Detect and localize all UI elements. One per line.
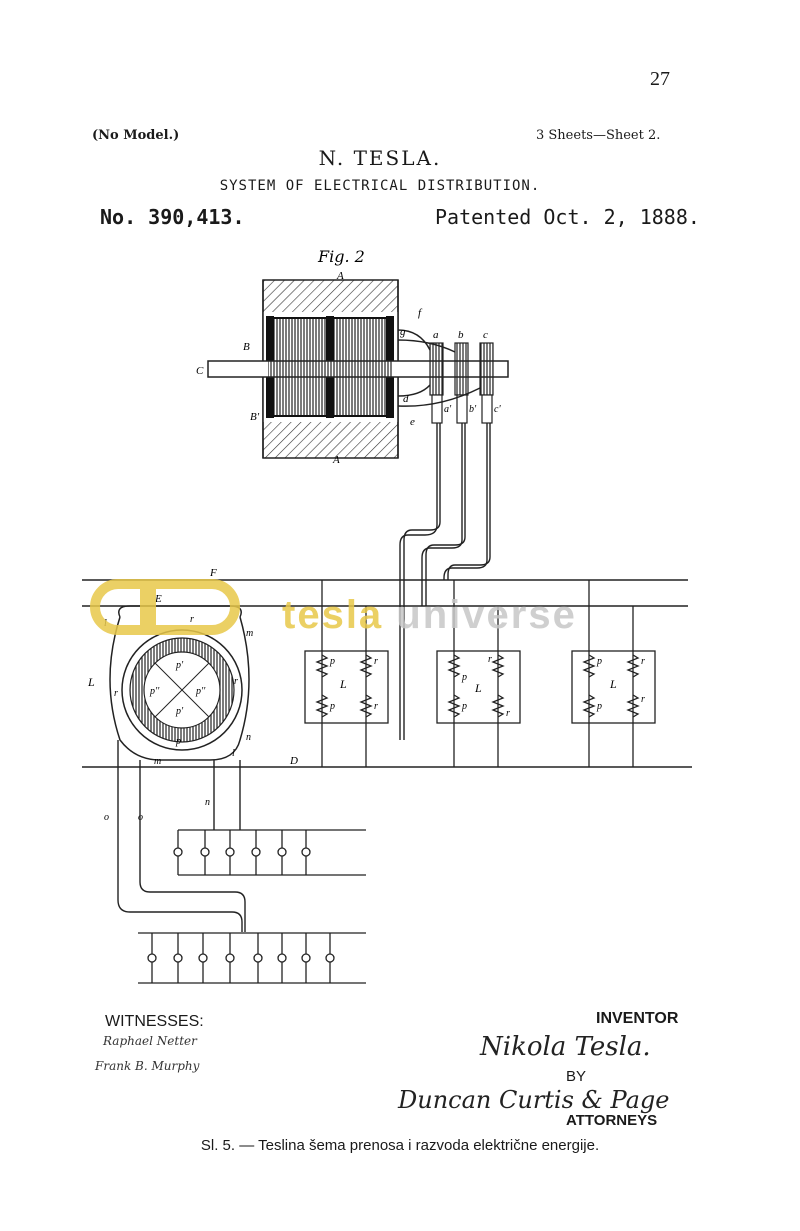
letter-l-motor-2: l [232, 748, 235, 759]
transformer-r-3a: r [641, 656, 645, 667]
by-label: BY [566, 1068, 587, 1085]
transformer-r-2b: r [506, 708, 510, 719]
transformer-groups: L p p r r L p p r r L [304, 580, 656, 767]
transformer-L-1: L [339, 677, 347, 691]
lead-wires [399, 423, 491, 740]
transformer-r-1b: r [374, 701, 378, 712]
letter-A-bottom: A [332, 454, 340, 466]
letter-p-prime-2: p' [175, 706, 184, 717]
no-model-label: (No Model.) [92, 128, 180, 143]
letter-o: o [104, 812, 109, 823]
transformer-p-3a: p [596, 656, 602, 667]
letter-b-prime: b' [469, 404, 477, 415]
transformer-r-2a: r [488, 654, 492, 665]
letter-F: F [209, 567, 217, 579]
transformer-L-3: L [609, 677, 617, 691]
letter-r-2: r [234, 676, 238, 687]
letter-r: r [114, 688, 118, 699]
collector-ring-a [429, 342, 444, 396]
letter-c: c [483, 329, 488, 341]
letter-a-prime: a' [444, 404, 452, 415]
attorneys-signature: Duncan Curtis & Page [397, 1086, 670, 1114]
witnesses-label: WITNESSES: [105, 1013, 204, 1030]
letter-p-double: p'' [149, 686, 160, 697]
letter-B: B [243, 341, 250, 353]
letter-n-2: n [205, 797, 210, 808]
letter-d: d [403, 393, 409, 405]
patented-date: Patented Oct. 2, 1888. [435, 205, 700, 229]
transformer-p-1a: p [329, 656, 335, 667]
generator-figure: Fig. 2 A A B B' C f g d e a b c a' b' c' [196, 247, 509, 466]
transformer-p-2b: p [461, 701, 467, 712]
transformer-group-1: L p p r r [304, 580, 389, 767]
letter-E: E [154, 593, 162, 605]
watermark-logo-icon [90, 579, 240, 635]
lamp-row-lower [138, 932, 366, 984]
letter-m-2: m [154, 756, 161, 767]
inventor-signature: Nikola Tesla. [479, 1032, 651, 1062]
transformer-L-2: L [474, 681, 482, 695]
letter-p-prime: p' [175, 660, 184, 671]
transformer-r-3b: r [641, 694, 645, 705]
letter-D: D [289, 755, 298, 767]
letter-A-top: A [336, 270, 344, 282]
page-number: 27 [650, 68, 670, 90]
figure-label: Fig. 2 [317, 247, 365, 266]
letter-g: g [400, 326, 406, 338]
letter-m: m [246, 628, 253, 639]
transformer-group-2: L p p r r [436, 580, 521, 767]
letter-f: f [418, 307, 423, 319]
patent-title: SYSTEM OF ELECTRICAL DISTRIBUTION. [219, 178, 541, 194]
transformer-r-1a: r [374, 656, 378, 667]
collector-ring-b [454, 342, 469, 396]
figure-caption: Sl. 5. — Teslina šema prenosa i razvoda … [200, 1137, 600, 1154]
transformer-p-3b: p [596, 701, 602, 712]
sheet-indicator: 3 Sheets—Sheet 2. [536, 128, 661, 143]
watermark-text: tesla universe [282, 593, 577, 637]
letter-B-prime: B' [250, 411, 260, 423]
letter-r-3: r [190, 614, 194, 625]
transformer-group-3: L p p r r [571, 580, 656, 767]
inventor-label: INVENTOR [596, 1010, 679, 1027]
letter-e: e [410, 416, 415, 428]
attorneys-label: ATTORNEYS [566, 1112, 658, 1129]
letter-c-prime: c' [494, 404, 501, 415]
transformer-p-2a: p [461, 672, 467, 683]
collector-ring-c [479, 342, 494, 396]
letter-p-double-2: p'' [195, 686, 206, 697]
letter-p: p [175, 736, 181, 747]
letter-n: n [246, 732, 251, 743]
letter-a: a [433, 329, 439, 341]
letter-b: b [458, 329, 464, 341]
letter-C: C [196, 365, 204, 377]
transformer-p-1b: p [329, 701, 335, 712]
ring-motor: L l l m m n n o o p p' p' p'' p'' r r r [87, 605, 253, 823]
witness-signature-1: Raphael Netter [102, 1034, 198, 1048]
patent-number: No. 390,413. [100, 205, 245, 229]
letter-L-motor: L [87, 675, 95, 689]
inventor-heading: N. TESLA. [318, 146, 442, 170]
lamp-feeders [117, 740, 246, 932]
witness-signature-2: Frank B. Murphy [94, 1059, 200, 1073]
lamp-row-upper [173, 829, 366, 876]
watermark: tesla universe [90, 579, 577, 637]
